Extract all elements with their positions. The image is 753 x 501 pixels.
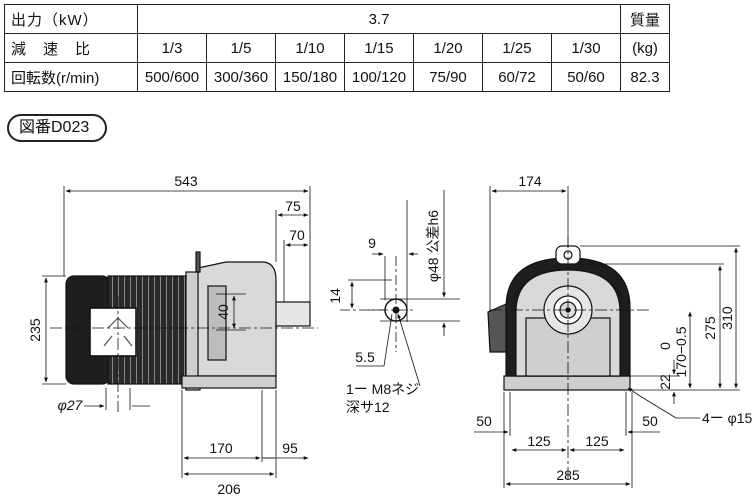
dim-40: 40 [215,304,231,320]
ratio-cell: 1/30 [551,33,621,63]
speed-cell: 60/72 [482,62,552,92]
dim-shaft-dia: φ48 公差h6 [425,210,441,282]
speed-cell: 100/120 [344,62,414,92]
speed-cell: 75/90 [413,62,483,92]
ratio-cell: 1/10 [275,33,345,63]
dim-front-170: 170−0.5 [673,326,689,377]
ratio-cell: 1/5 [206,33,276,63]
dim-front-285: 285 [556,467,580,483]
weight-unit: (kg) [620,33,670,63]
weight-value: 82.3 [620,62,670,92]
output-shaft [275,301,311,327]
drawing-number-tag: 図番D023 [7,114,108,142]
side-view [65,251,311,391]
ratio-label: 減 速 比 [4,33,138,63]
dim-front-275: 275 [702,316,718,340]
dim-total-length: 543 [174,173,198,189]
speed-cell: 300/360 [206,62,276,92]
dim-front-0: 0 [657,342,673,350]
dim-height-235: 235 [27,318,43,342]
dim-holes: 4ー φ15 [702,410,753,426]
speed-label: 回転数(r/min) [4,62,138,92]
output-label: 出力（kW） [4,4,138,34]
tap-note-line1: 1ー M8ネジ [346,381,419,397]
front-view [487,245,631,391]
row-ratio: 減 速 比 1/3 1/5 1/10 1/15 1/20 1/25 1/30 (… [4,33,670,63]
dim-shaft-75: 75 [285,198,301,214]
front-base [503,375,631,391]
dim-key-14: 14 [327,288,343,304]
speed-cell: 150/180 [275,62,345,92]
dim-base-95: 95 [282,440,298,456]
shaft-detail-view [340,190,460,387]
ratio-cell: 1/25 [482,33,552,63]
housing-rib [207,285,227,361]
row-speed: 回転数(r/min) 500/600 300/360 150/180 100/1… [4,62,670,92]
dim-front-22: 22 [657,374,673,390]
base-plate [181,375,277,389]
ratio-cell: 1/15 [344,33,414,63]
dim-front-125-right: 125 [585,433,609,449]
spec-table: 出力（kW） 3.7 質量 減 速 比 1/3 1/5 1/10 1/15 1/… [4,4,670,92]
dim-front-50-right: 50 [642,413,658,429]
dim-front-174: 174 [518,173,542,189]
dim-shaft-70: 70 [289,227,305,243]
ratio-cell: 1/20 [413,33,483,63]
dim-base-206: 206 [217,481,241,497]
dim-front-50-left: 50 [476,413,492,429]
weight-header: 質量 [620,4,670,34]
dim-dia-27: φ27 [58,397,84,413]
tap-note-line2: 深サ12 [346,399,390,415]
terminal-box [89,307,137,357]
dim-front-310: 310 [719,306,735,330]
dim-key-5-5: 5.5 [355,349,375,365]
row-output: 出力（kW） 3.7 質量 [4,4,670,34]
dim-key-9: 9 [368,235,376,251]
dim-front-125-left: 125 [527,433,551,449]
dim-base-170: 170 [209,440,233,456]
